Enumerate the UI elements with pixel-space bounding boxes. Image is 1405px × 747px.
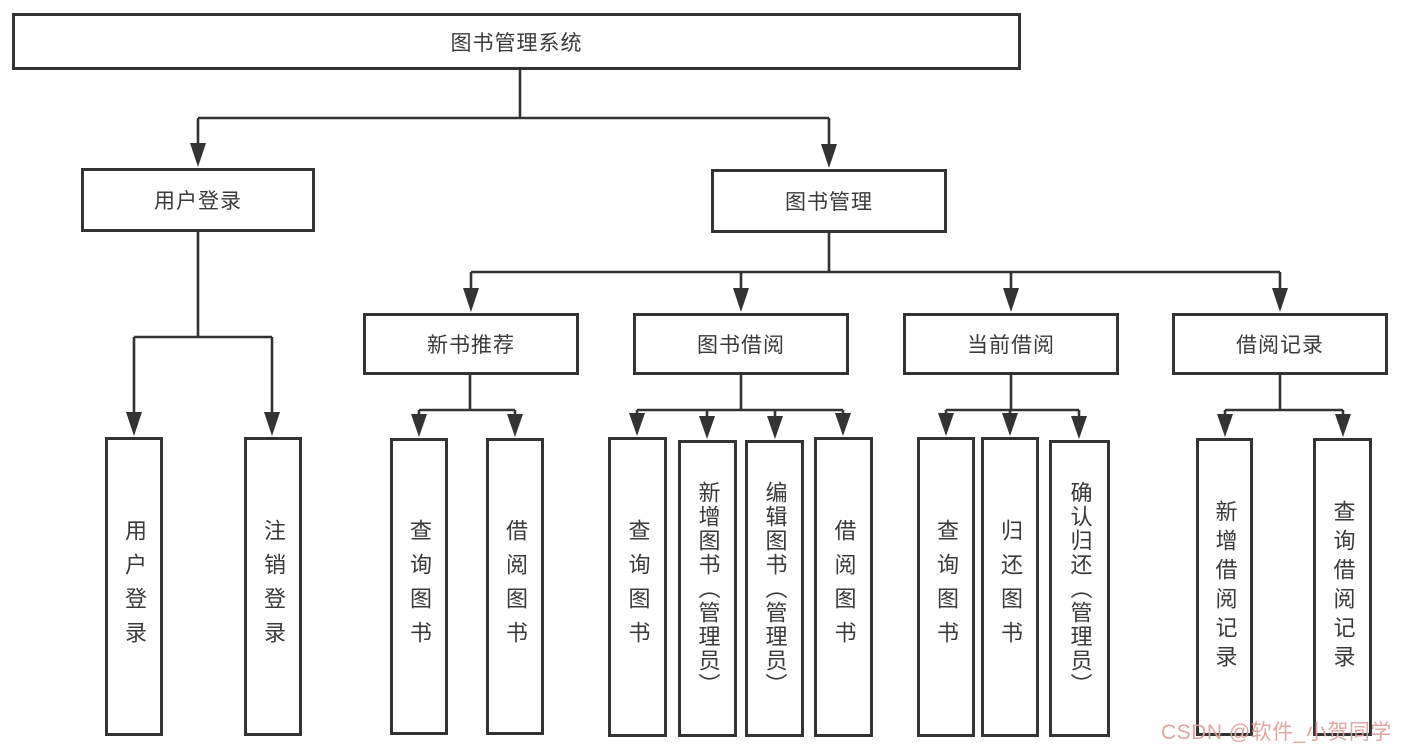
leaf-query-borrowing-record: 查询借阅记录 bbox=[1313, 438, 1372, 736]
arrowheads bbox=[126, 143, 1351, 439]
leaf-query-books-1: 查询图书 bbox=[390, 438, 448, 735]
leaf-add-borrowing-record: 新增借阅记录 bbox=[1196, 438, 1253, 736]
leaf-confirm-return-admin: 确认归还（管理员） bbox=[1049, 440, 1110, 737]
csdn-watermark: CSDN @软件_小贺同学 bbox=[1161, 721, 1392, 744]
leaf-borrow-books-2: 借阅图书 bbox=[814, 437, 873, 737]
leaf-logout: 注销登录 bbox=[244, 437, 302, 736]
node-new-book-recommendation: 新书推荐 bbox=[363, 313, 579, 375]
node-user-login: 用户登录 bbox=[81, 168, 315, 232]
node-borrowing-records: 借阅记录 bbox=[1172, 313, 1388, 375]
leaf-borrow-books-1: 借阅图书 bbox=[486, 438, 544, 735]
leaf-edit-books-admin: 编辑图书（管理员） bbox=[745, 440, 804, 737]
leaf-user-login: 用户登录 bbox=[105, 437, 163, 736]
leaf-query-books-2: 查询图书 bbox=[608, 437, 667, 737]
node-library-management-system: 图书管理系统 bbox=[12, 13, 1021, 70]
leaf-add-books-admin: 新增图书（管理员） bbox=[678, 440, 737, 737]
leaf-query-books-3: 查询图书 bbox=[917, 437, 975, 737]
node-current-borrowing: 当前借阅 bbox=[903, 313, 1119, 375]
leaf-return-books: 归还图书 bbox=[981, 437, 1039, 737]
node-book-management: 图书管理 bbox=[711, 169, 947, 233]
node-book-borrowing: 图书借阅 bbox=[633, 313, 849, 375]
